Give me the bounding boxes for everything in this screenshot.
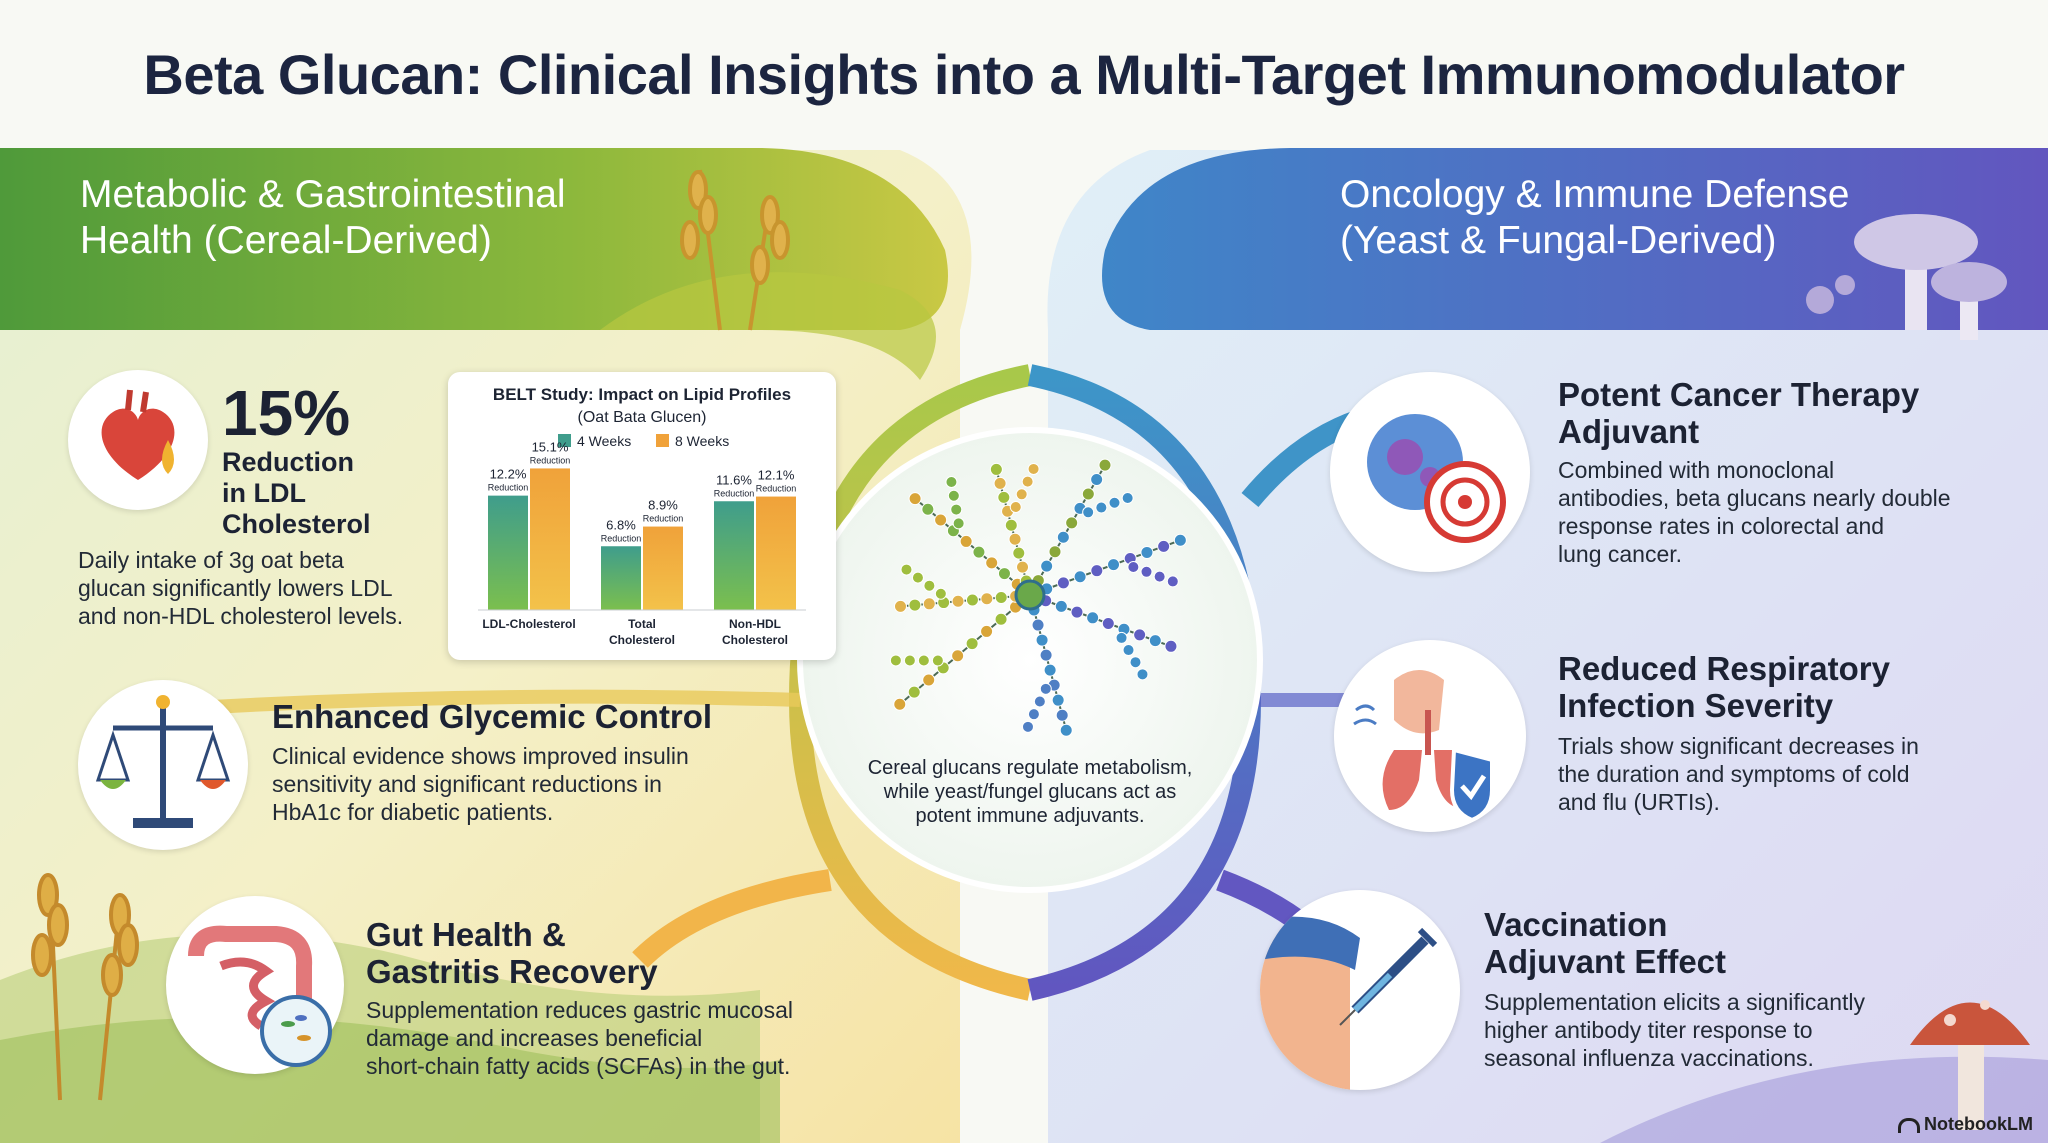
- glycemic-heading: Enhanced Glycemic Control: [272, 698, 713, 735]
- syringe-arm-icon: [1260, 890, 1460, 1090]
- legend-label-0: 4 Weeks: [577, 433, 631, 449]
- brand-label: NotebookLM: [1924, 1114, 2033, 1134]
- x-tick-label-0: LDL-Cholesterol: [482, 617, 575, 631]
- bar-2-0: [714, 501, 754, 610]
- cancer-text-line1: Combined with monoclonal: [1558, 457, 1835, 483]
- vaccine-heading-line2: Adjuvant Effect: [1484, 943, 1727, 980]
- cancer-cell-target-icon: [1330, 372, 1530, 572]
- lipid-chart-card: BELT Study: Impact on Lipid Profiles (Oa…: [448, 372, 836, 660]
- respiratory-text-line3: and flu (URTIs).: [1558, 789, 1720, 815]
- chart-legend: 4 Weeks 8 Weeks: [558, 433, 729, 449]
- brand-badge: NotebookLM: [1898, 1114, 2033, 1135]
- center-caption-line1: Cereal glucans regulate metabolism,: [867, 757, 1193, 779]
- glycemic-text: Clinical evidence shows improved insulin…: [272, 742, 689, 826]
- vaccine-text-line2: higher antibody titer response to: [1484, 1017, 1813, 1043]
- chart-bars: 12.2%Reduction15.1%Reduction6.8%Reductio…: [478, 439, 806, 611]
- bar-sublabel-1-0: Reduction: [601, 533, 642, 543]
- ldl-label-line2: in LDL: [222, 478, 306, 508]
- right-section-title: Oncology & Immune Defense (Yeast & Funga…: [1340, 172, 1849, 264]
- left-section-title: Metabolic & Gastrointestinal Health (Cer…: [80, 172, 566, 264]
- left-section-title-line1: Metabolic & Gastrointestinal: [80, 173, 566, 216]
- bar-sublabel-2-0: Reduction: [714, 488, 755, 498]
- legend-swatch-0: [558, 434, 571, 447]
- bar-value-label-1-0: 6.8%: [606, 517, 636, 532]
- bar-value-label-2-1: 12.1%: [758, 468, 795, 483]
- ldl-text-line3: and non-HDL cholesterol levels.: [78, 603, 404, 629]
- x-tick-label-1-line2: Cholesterol: [609, 633, 675, 647]
- gut-text: Supplementation reduces gastric mucosal …: [366, 996, 793, 1080]
- right-section-title-line1: Oncology & Immune Defense: [1340, 173, 1850, 216]
- intestine-icon: [166, 896, 344, 1074]
- bar-sublabel-0-1: Reduction: [530, 455, 571, 465]
- left-section-title-line2: Health (Cereal-Derived): [80, 219, 492, 262]
- cancer-text-line2: antibodies, beta glucans nearly double: [1558, 485, 1951, 511]
- respiratory-text-line1: Trials show significant decreases in: [1558, 733, 1919, 759]
- center-caption: Cereal glucans regulate metabolism, whil…: [840, 756, 1220, 828]
- right-section-title-line2: (Yeast & Fungal-Derived): [1340, 219, 1777, 262]
- bar-1-1: [643, 526, 683, 610]
- bar-value-label-0-1: 15.1%: [532, 439, 569, 454]
- ldl-text-line1: Daily intake of 3g oat beta: [78, 547, 344, 573]
- chart-subtitle: (Oat Bata Glucen): [578, 409, 707, 426]
- vaccine-heading: Vaccination Adjuvant Effect: [1484, 906, 1726, 980]
- beta-glucan-molecule-icon: [889, 458, 1187, 737]
- gut-text-line2: damage and increases beneficial: [366, 1025, 703, 1051]
- heart-droplet-icon: [68, 370, 208, 510]
- x-tick-label-2-line2: Cholesterol: [722, 633, 788, 647]
- respiratory-text: Trials show significant decreases in the…: [1558, 732, 1919, 816]
- chart-title: BELT Study: Impact on Lipid Profiles: [493, 385, 791, 404]
- respiratory-heading-line2: Infection Severity: [1558, 687, 1834, 724]
- cancer-heading-line2: Adjuvant: [1558, 413, 1700, 450]
- vaccine-heading-line1: Vaccination: [1484, 906, 1668, 943]
- notebooklm-logo-icon: [1898, 1117, 1920, 1133]
- x-tick-label-2: Non-HDL: [729, 617, 781, 631]
- ldl-label-line1: Reduction: [222, 447, 354, 477]
- ldl-text-line2: glucan significantly lowers LDL: [78, 575, 393, 601]
- bar-0-1: [530, 468, 570, 610]
- ldl-text: Daily intake of 3g oat beta glucan signi…: [78, 546, 403, 630]
- glycemic-text-line2: sensitivity and significant reductions i…: [272, 771, 662, 797]
- bar-2-1: [756, 496, 796, 610]
- cancer-text: Combined with monoclonal antibodies, bet…: [1558, 456, 1951, 568]
- legend-label-1: 8 Weeks: [675, 433, 729, 449]
- respiratory-heading: Reduced Respiratory Infection Severity: [1558, 650, 1890, 724]
- vaccine-text: Supplementation elicits a significantly …: [1484, 988, 1865, 1072]
- cancer-text-line3: response rates in colorectal and: [1558, 513, 1885, 539]
- bar-1-0: [601, 546, 641, 610]
- gut-text-line1: Supplementation reduces gastric mucosal: [366, 997, 794, 1023]
- glycemic-text-line3: HbA1c for diabetic patients.: [272, 799, 554, 825]
- gut-heading: Gut Health & Gastritis Recovery: [366, 916, 658, 990]
- page-title: Beta Glucan: Clinical Insights into a Mu…: [143, 43, 1905, 106]
- vaccine-text-line1: Supplementation elicits a significantly: [1484, 989, 1865, 1015]
- lungs-shield-icon: [1334, 640, 1526, 832]
- cancer-heading: Potent Cancer Therapy Adjuvant: [1558, 376, 1919, 450]
- center-caption-line2: while yeast/fungel glucans act as: [883, 781, 1177, 803]
- cancer-text-line4: lung cancer.: [1558, 541, 1683, 567]
- bar-sublabel-0-0: Reduction: [488, 483, 529, 493]
- bar-0-0: [488, 495, 528, 610]
- x-tick-label-1: Total: [628, 617, 656, 631]
- cancer-heading-line1: Potent Cancer Therapy: [1558, 376, 1920, 413]
- bar-sublabel-1-1: Reduction: [643, 514, 684, 524]
- lipid-bar-chart: BELT Study: Impact on Lipid Profiles (Oa…: [478, 385, 806, 647]
- legend-swatch-1: [656, 434, 669, 447]
- respiratory-heading-line1: Reduced Respiratory: [1558, 650, 1890, 687]
- gut-heading-line1: Gut Health &: [366, 916, 566, 953]
- bar-value-label-2-0: 11.6%: [716, 472, 752, 487]
- ldl-label: Reduction in LDL Cholesterol: [222, 447, 371, 540]
- respiratory-text-line2: the duration and symptoms of cold: [1558, 761, 1910, 787]
- ldl-label-line3: Cholesterol: [222, 509, 371, 539]
- ldl-stat: 15%: [222, 377, 351, 449]
- gut-heading-line2: Gastritis Recovery: [366, 953, 658, 990]
- gut-text-line3: short-chain fatty acids (SCFAs) in the g…: [366, 1053, 791, 1079]
- bar-sublabel-2-1: Reduction: [756, 484, 797, 494]
- vaccine-text-line3: seasonal influenza vaccinations.: [1484, 1045, 1814, 1071]
- glycemic-text-line1: Clinical evidence shows improved insulin: [272, 743, 689, 769]
- bar-value-label-1-1: 8.9%: [648, 498, 678, 513]
- balance-scale-icon: [78, 680, 248, 850]
- bar-value-label-0-0: 12.2%: [490, 467, 527, 482]
- center-caption-line3: potent immune adjuvants.: [915, 805, 1145, 827]
